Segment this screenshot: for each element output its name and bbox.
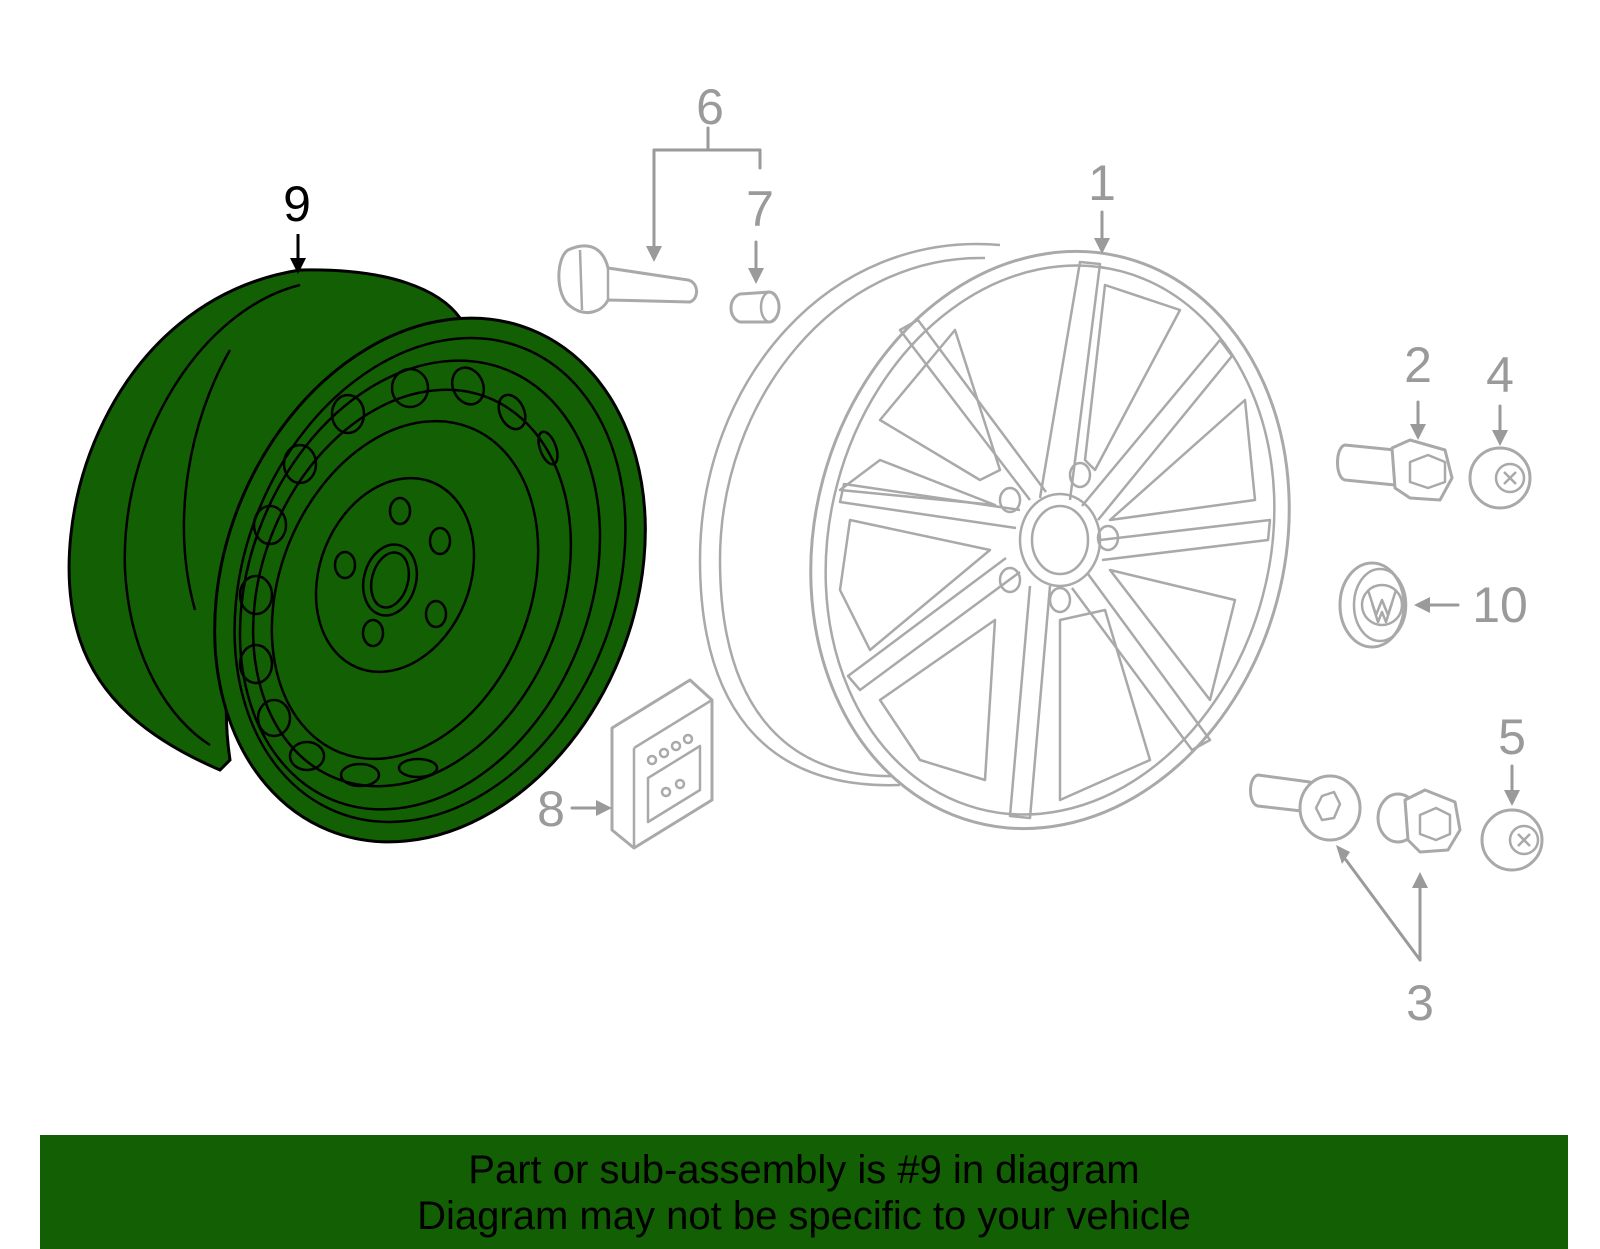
callout-10: 10 <box>1472 577 1528 633</box>
part-5-bolt-cap[interactable] <box>1480 808 1544 872</box>
callout-9: 9 <box>283 176 311 232</box>
leader-8 <box>570 800 612 816</box>
leader-1 <box>1094 210 1110 254</box>
banner-line-2: Diagram may not be specific to your vehi… <box>417 1194 1191 1238</box>
leader-9 <box>290 234 306 274</box>
part-10-center-cap[interactable] <box>1338 561 1408 649</box>
callout-2: 2 <box>1404 337 1432 393</box>
callout-8: 8 <box>537 781 565 837</box>
callout-4: 4 <box>1486 347 1514 403</box>
callout-3: 3 <box>1406 975 1434 1031</box>
leader-2 <box>1410 400 1426 440</box>
leader-4 <box>1492 404 1508 446</box>
leader-3 <box>1336 845 1428 962</box>
info-banner: Part or sub-assembly is #9 in diagram Di… <box>40 1135 1568 1249</box>
part-7-valve-cap[interactable] <box>729 290 781 324</box>
leader-6 <box>646 126 762 262</box>
part-2-lug-bolt[interactable] <box>1336 438 1454 502</box>
part-9-steel-wheel[interactable] <box>67 253 721 907</box>
parts-diagram: 9 1 <box>67 79 1544 1031</box>
leader-7 <box>748 240 764 284</box>
leader-5 <box>1504 764 1520 806</box>
part-6-valve-stem[interactable] <box>557 244 698 315</box>
part-8-label[interactable] <box>610 678 714 850</box>
callout-5: 5 <box>1498 709 1526 765</box>
callout-1: 1 <box>1088 155 1116 211</box>
callout-7: 7 <box>746 181 774 237</box>
callout-6: 6 <box>696 79 724 135</box>
part-1-alloy-wheel[interactable] <box>698 197 1353 883</box>
part-3-locking-bolt-a[interactable] <box>1249 773 1362 842</box>
part-3-locking-bolt-b[interactable] <box>1376 788 1462 854</box>
leader-10 <box>1414 597 1460 613</box>
banner-line-1: Part or sub-assembly is #9 in diagram <box>468 1148 1140 1192</box>
part-4-bolt-cap[interactable] <box>1468 446 1532 510</box>
